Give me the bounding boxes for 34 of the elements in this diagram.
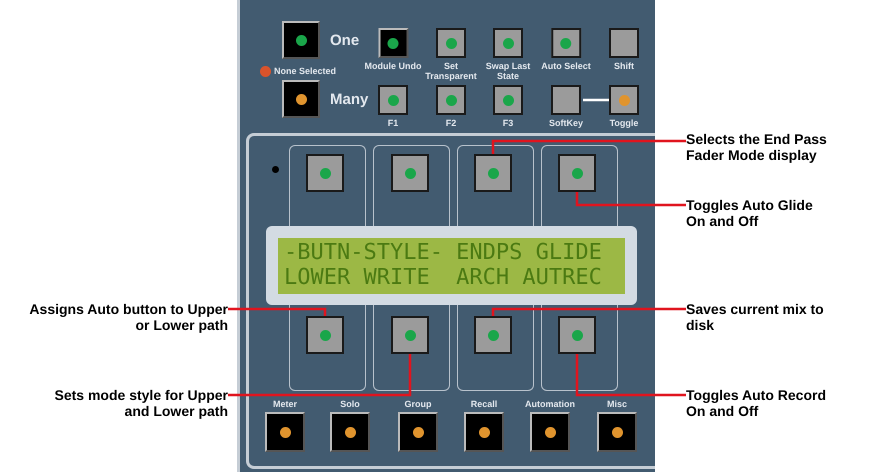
connector-line [583,98,609,102]
leader-line [492,140,686,154]
button-label: Recall [470,399,498,409]
callout-text: Assigns Auto button to Upper or Lower path [28,301,228,333]
display-text: LOWER WRITE ARCH AUTREC [284,265,602,291]
button-label: One [330,32,360,48]
callout-text: Sets mode style for Upper and Lower path [28,387,228,419]
button-label: Set Transparent [424,61,478,81]
leader-line [228,354,412,396]
button-label: Automation [525,399,575,409]
callout-text: Selects the End Pass Fader Mode display [686,131,851,163]
button-label: Misc [606,399,627,409]
button-label: Meter [272,399,297,409]
button-label: Toggle [610,118,638,128]
leader-line [492,308,686,316]
button-label: F3 [502,118,514,128]
button-label: SoftKey [549,118,583,128]
callout-text: Toggles Auto Record On and Off [686,387,846,419]
button-label: Shift [614,61,634,71]
leader-line [576,354,686,396]
button-label: Swap Last State [484,61,532,81]
leader-line [228,308,326,316]
button-label: Group [404,399,432,409]
led-label: None Selected [274,66,336,76]
callout-text: Saves current mix to disk [686,301,826,333]
callout-text: Toggles Auto Glide On and Off [686,197,836,229]
display-text: -BUTN-STYLE- ENDPS GLIDE [284,240,602,266]
leader-line [576,192,686,206]
button-label: Module Undo [364,61,422,71]
button-label: Solo [340,399,360,409]
button-label: Auto Select [541,61,591,71]
button-label: Many [330,90,368,108]
button-label: F2 [446,118,456,128]
button-label: F1 [388,118,398,128]
